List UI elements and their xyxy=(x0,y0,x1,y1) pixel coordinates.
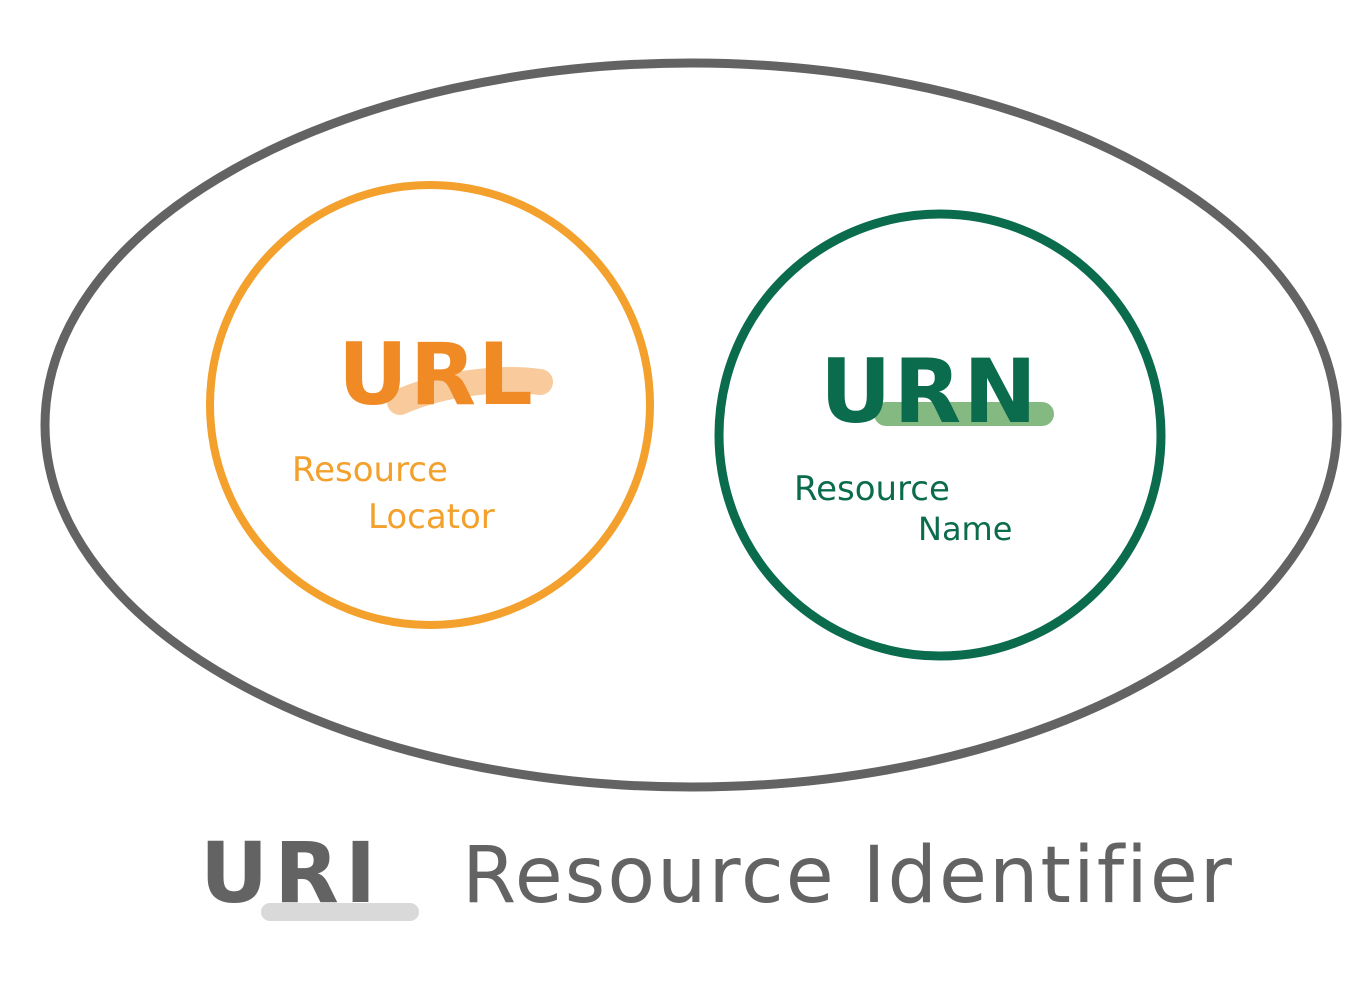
urn-expansion-line2: Name xyxy=(918,510,1012,548)
url-circle xyxy=(206,181,654,629)
url-acronym: URL xyxy=(338,325,535,425)
urn-circle xyxy=(714,209,1166,661)
urn-acronym: URN xyxy=(820,340,1039,443)
uri-outer-ellipse xyxy=(40,58,1342,792)
url-highlight-mark xyxy=(387,367,553,415)
uri-expansion: Resource Identifier xyxy=(462,831,1234,921)
urn-expansion-line1: Resource xyxy=(794,469,950,509)
url-expansion-line1: Resource xyxy=(292,450,448,490)
url-expansion-line2: Locator xyxy=(368,497,495,537)
uri-acronym: URI xyxy=(200,824,382,922)
